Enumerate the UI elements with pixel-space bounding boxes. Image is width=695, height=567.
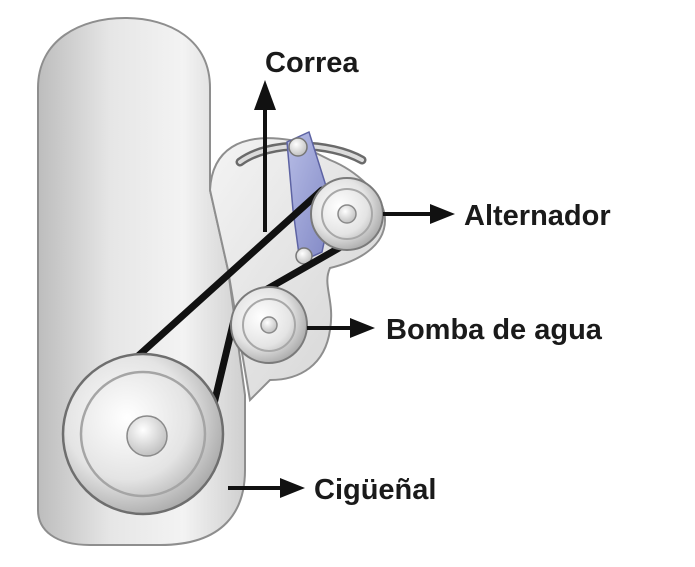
belt-up-arrow: [254, 80, 276, 232]
label-correa: Correa: [265, 47, 359, 79]
crankshaft-pulley: [61, 352, 225, 516]
label-bomba-de-agua: Bomba de agua: [386, 314, 603, 346]
tensioner-bolt-top: [288, 137, 308, 157]
alternator-pulley: [310, 177, 384, 251]
alternator-arrow: [383, 204, 455, 224]
crankshaft-arrow: [228, 478, 305, 498]
label-alternador: Alternador: [464, 200, 611, 232]
label-ciguenal: Cigüeñal: [314, 474, 436, 506]
water-pump-pulley: [230, 286, 308, 364]
water-pump-arrow: [307, 318, 375, 338]
